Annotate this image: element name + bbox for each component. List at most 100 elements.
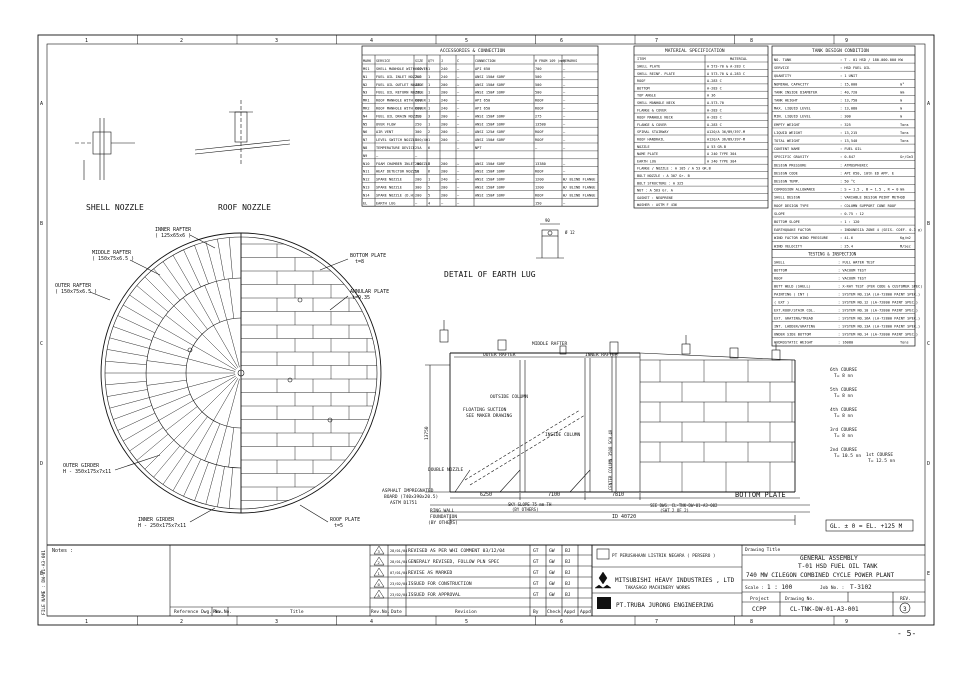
accessories-cell: FUEL OIL INLET NOZZLE bbox=[376, 75, 421, 79]
pln-logo bbox=[596, 548, 610, 560]
ring-wall-foundation-label: FOUNDATION bbox=[430, 514, 457, 520]
course-4-label: 4th COURSE bbox=[830, 407, 857, 413]
accessories-cell: 200 bbox=[441, 83, 448, 87]
roof-rafters bbox=[105, 237, 242, 509]
revision-description: ISSUED FOR APPROVAL bbox=[408, 592, 461, 598]
accessories-header-cell: J bbox=[441, 59, 443, 63]
accessories-cell: SPARE NOZZLE bbox=[376, 186, 402, 190]
course-6-thickness: T= 8 nn bbox=[834, 373, 853, 379]
outer-rafter-line bbox=[129, 427, 164, 452]
grid-row-left-E: E bbox=[40, 571, 43, 577]
accessories-cell: ROOF bbox=[535, 138, 544, 142]
outer-rafter-label: OUTER RAFTER bbox=[55, 283, 92, 289]
accessories-cell: ANSI 150# SORF bbox=[475, 138, 505, 142]
accessories-cell: — bbox=[563, 122, 566, 126]
project-value: CCPP bbox=[752, 606, 767, 613]
accessories-cell: EARTH LUG bbox=[376, 201, 395, 205]
accessories-cell: — bbox=[457, 193, 460, 197]
accessories-cell: 240 bbox=[441, 178, 448, 182]
revision-check: GW bbox=[549, 592, 555, 598]
accessories-cell: 240 bbox=[441, 99, 448, 103]
condition-value: : ATMOSPHERIC bbox=[840, 163, 868, 167]
condition-label: DESIGN TEMP. bbox=[774, 180, 800, 184]
accessories-cell: N14 bbox=[363, 193, 370, 197]
outer-rafter-line bbox=[123, 304, 159, 326]
condition-value: : T - 01 HSD / 180.000.000 KW bbox=[840, 58, 904, 62]
accessories-cell: 300 bbox=[415, 186, 422, 190]
accessories-cell: ANSI 150# SORF bbox=[475, 83, 505, 87]
truba-logo bbox=[597, 597, 611, 609]
revision-appd: BJ bbox=[565, 570, 571, 576]
accessories-cell: ANSI 150# SORF bbox=[475, 91, 505, 95]
outer-rafter-line bbox=[109, 397, 150, 409]
material-cell: EARTH LUG bbox=[637, 159, 656, 163]
revision-description: REVISED AS PER WHI COMMENT 03/12/04 bbox=[408, 548, 505, 554]
grid-row-right-E: E bbox=[927, 571, 930, 577]
accessories-cell: ANSI 150# SORF bbox=[475, 114, 505, 118]
testing-label: INT. LADDER/GRATING bbox=[774, 324, 815, 328]
middle-rafter-label: MIDDLE RAFTER bbox=[92, 250, 132, 256]
middle-rafter-line bbox=[216, 426, 227, 465]
accessories-cell: 1 bbox=[428, 107, 430, 111]
outer-rafter-line bbox=[109, 337, 150, 349]
sky-slope-others: (BY OTHERS) bbox=[512, 507, 539, 512]
accessories-cell: ROOF bbox=[535, 130, 544, 134]
dim-6250: 6250 bbox=[480, 492, 492, 498]
accessories-cell: 250 bbox=[415, 122, 422, 126]
shell-nozzle-label: SHELL NOZZLE bbox=[86, 203, 144, 212]
accessories-cell: ANSI 150# SORF bbox=[475, 193, 505, 197]
accessories-cell: 400 bbox=[415, 83, 422, 87]
accessories-cell: HEAT DETECTOR NOZZLE bbox=[376, 170, 419, 174]
testing-label: SHELL bbox=[774, 260, 785, 264]
accessories-cell: — bbox=[415, 201, 418, 205]
course-1-label: 1st COURSE bbox=[866, 452, 893, 458]
inner-rafter-line bbox=[187, 358, 236, 372]
testing-label: ( EXT ) bbox=[774, 300, 789, 304]
accessories-cell: 13380 bbox=[535, 162, 546, 166]
outer-rafter-line bbox=[144, 440, 174, 470]
testing-value: : X-RAY TEST (PER CODE & CUSTOMER SPEC) bbox=[838, 284, 922, 288]
accessories-cell: API 650 bbox=[475, 67, 490, 71]
grid-col-bottom-1: 1 bbox=[85, 619, 88, 625]
revision-appd: BJ bbox=[565, 548, 571, 554]
grid-col-top-6: 6 bbox=[560, 38, 563, 44]
accessories-cell: — bbox=[563, 107, 566, 111]
condition-label: MAX. LIQUID LEVEL bbox=[774, 107, 811, 111]
see-maker-label: SEE MAKER DRAWING bbox=[466, 413, 512, 419]
roof-plate-thickness: t=5 bbox=[334, 523, 343, 529]
material-cell: BOLT NOZZLE : A 307 Gr. B bbox=[637, 174, 690, 178]
accessories-header-cell: REMARKS bbox=[563, 59, 577, 63]
outer-rafter-line bbox=[123, 420, 159, 442]
material-cell: A 240 TYPE 304 bbox=[707, 159, 737, 163]
testing-value: : SYSTEM NO.14 (LA-72800 PAINT SPEC.) bbox=[838, 332, 918, 336]
accessories-cell: 5 bbox=[428, 186, 430, 190]
middle-rafter-line bbox=[204, 285, 221, 323]
revision-number: 2 bbox=[378, 560, 380, 565]
middle-rafter-line bbox=[204, 423, 221, 461]
accessories-cell: TEMPERATURE DEVICE bbox=[376, 146, 415, 150]
condition-unit: m bbox=[900, 99, 902, 103]
middle-rafter-line bbox=[182, 416, 208, 449]
accessories-cell: — bbox=[563, 146, 566, 150]
accessories-cell: 200 bbox=[441, 162, 448, 166]
course-5-label: 5th COURSE bbox=[830, 387, 857, 393]
outer-rafter-line bbox=[205, 241, 217, 282]
accessories-cell: — bbox=[563, 114, 566, 118]
outer-rafter-line bbox=[153, 445, 181, 478]
revision-date: 28/01/04 bbox=[390, 560, 407, 564]
testing-value: : SYSTEM NO.13A (LA-72800 PAINT SPEC.) bbox=[838, 324, 920, 328]
middle-rafter-line bbox=[173, 411, 203, 441]
center-column-label: CENTER COLUMN 3508 SCH.40 bbox=[608, 429, 613, 490]
material-cell: FLANGE & COVER bbox=[637, 123, 667, 127]
inner-girder-label: INNER GIRDER bbox=[138, 517, 175, 523]
ring-wall-others-label: (BY OTHERS) bbox=[428, 520, 458, 526]
condition-unit: m³ bbox=[900, 82, 904, 86]
accessories-cell: — bbox=[563, 170, 566, 174]
condition-unit: m bbox=[900, 115, 902, 119]
grid-row-left-C: C bbox=[40, 341, 43, 347]
condition-unit: m bbox=[900, 107, 902, 111]
